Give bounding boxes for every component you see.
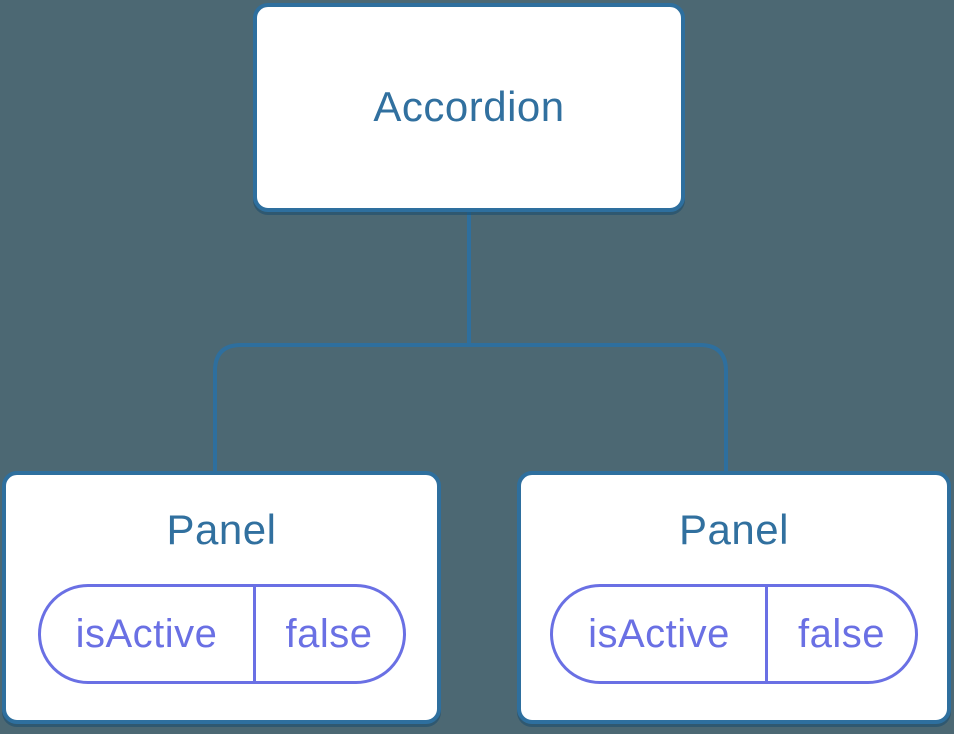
- state-key: isActive: [41, 587, 256, 682]
- state-value: false: [798, 611, 885, 656]
- state-pill: isActive false: [37, 584, 406, 685]
- state-pill: isActive false: [550, 584, 918, 685]
- panel-node-label: Panel: [166, 506, 277, 553]
- accordion-node: Accordion: [253, 3, 685, 212]
- panel-node-right: Panel isActive false: [517, 471, 951, 724]
- panel-node-label: Panel: [679, 506, 789, 553]
- state-key: isActive: [553, 587, 768, 682]
- accordion-node-label: Accordion: [373, 83, 565, 131]
- panel-node-left: Panel isActive false: [2, 471, 441, 724]
- state-value: false: [285, 611, 373, 656]
- connector-branch: [213, 343, 728, 471]
